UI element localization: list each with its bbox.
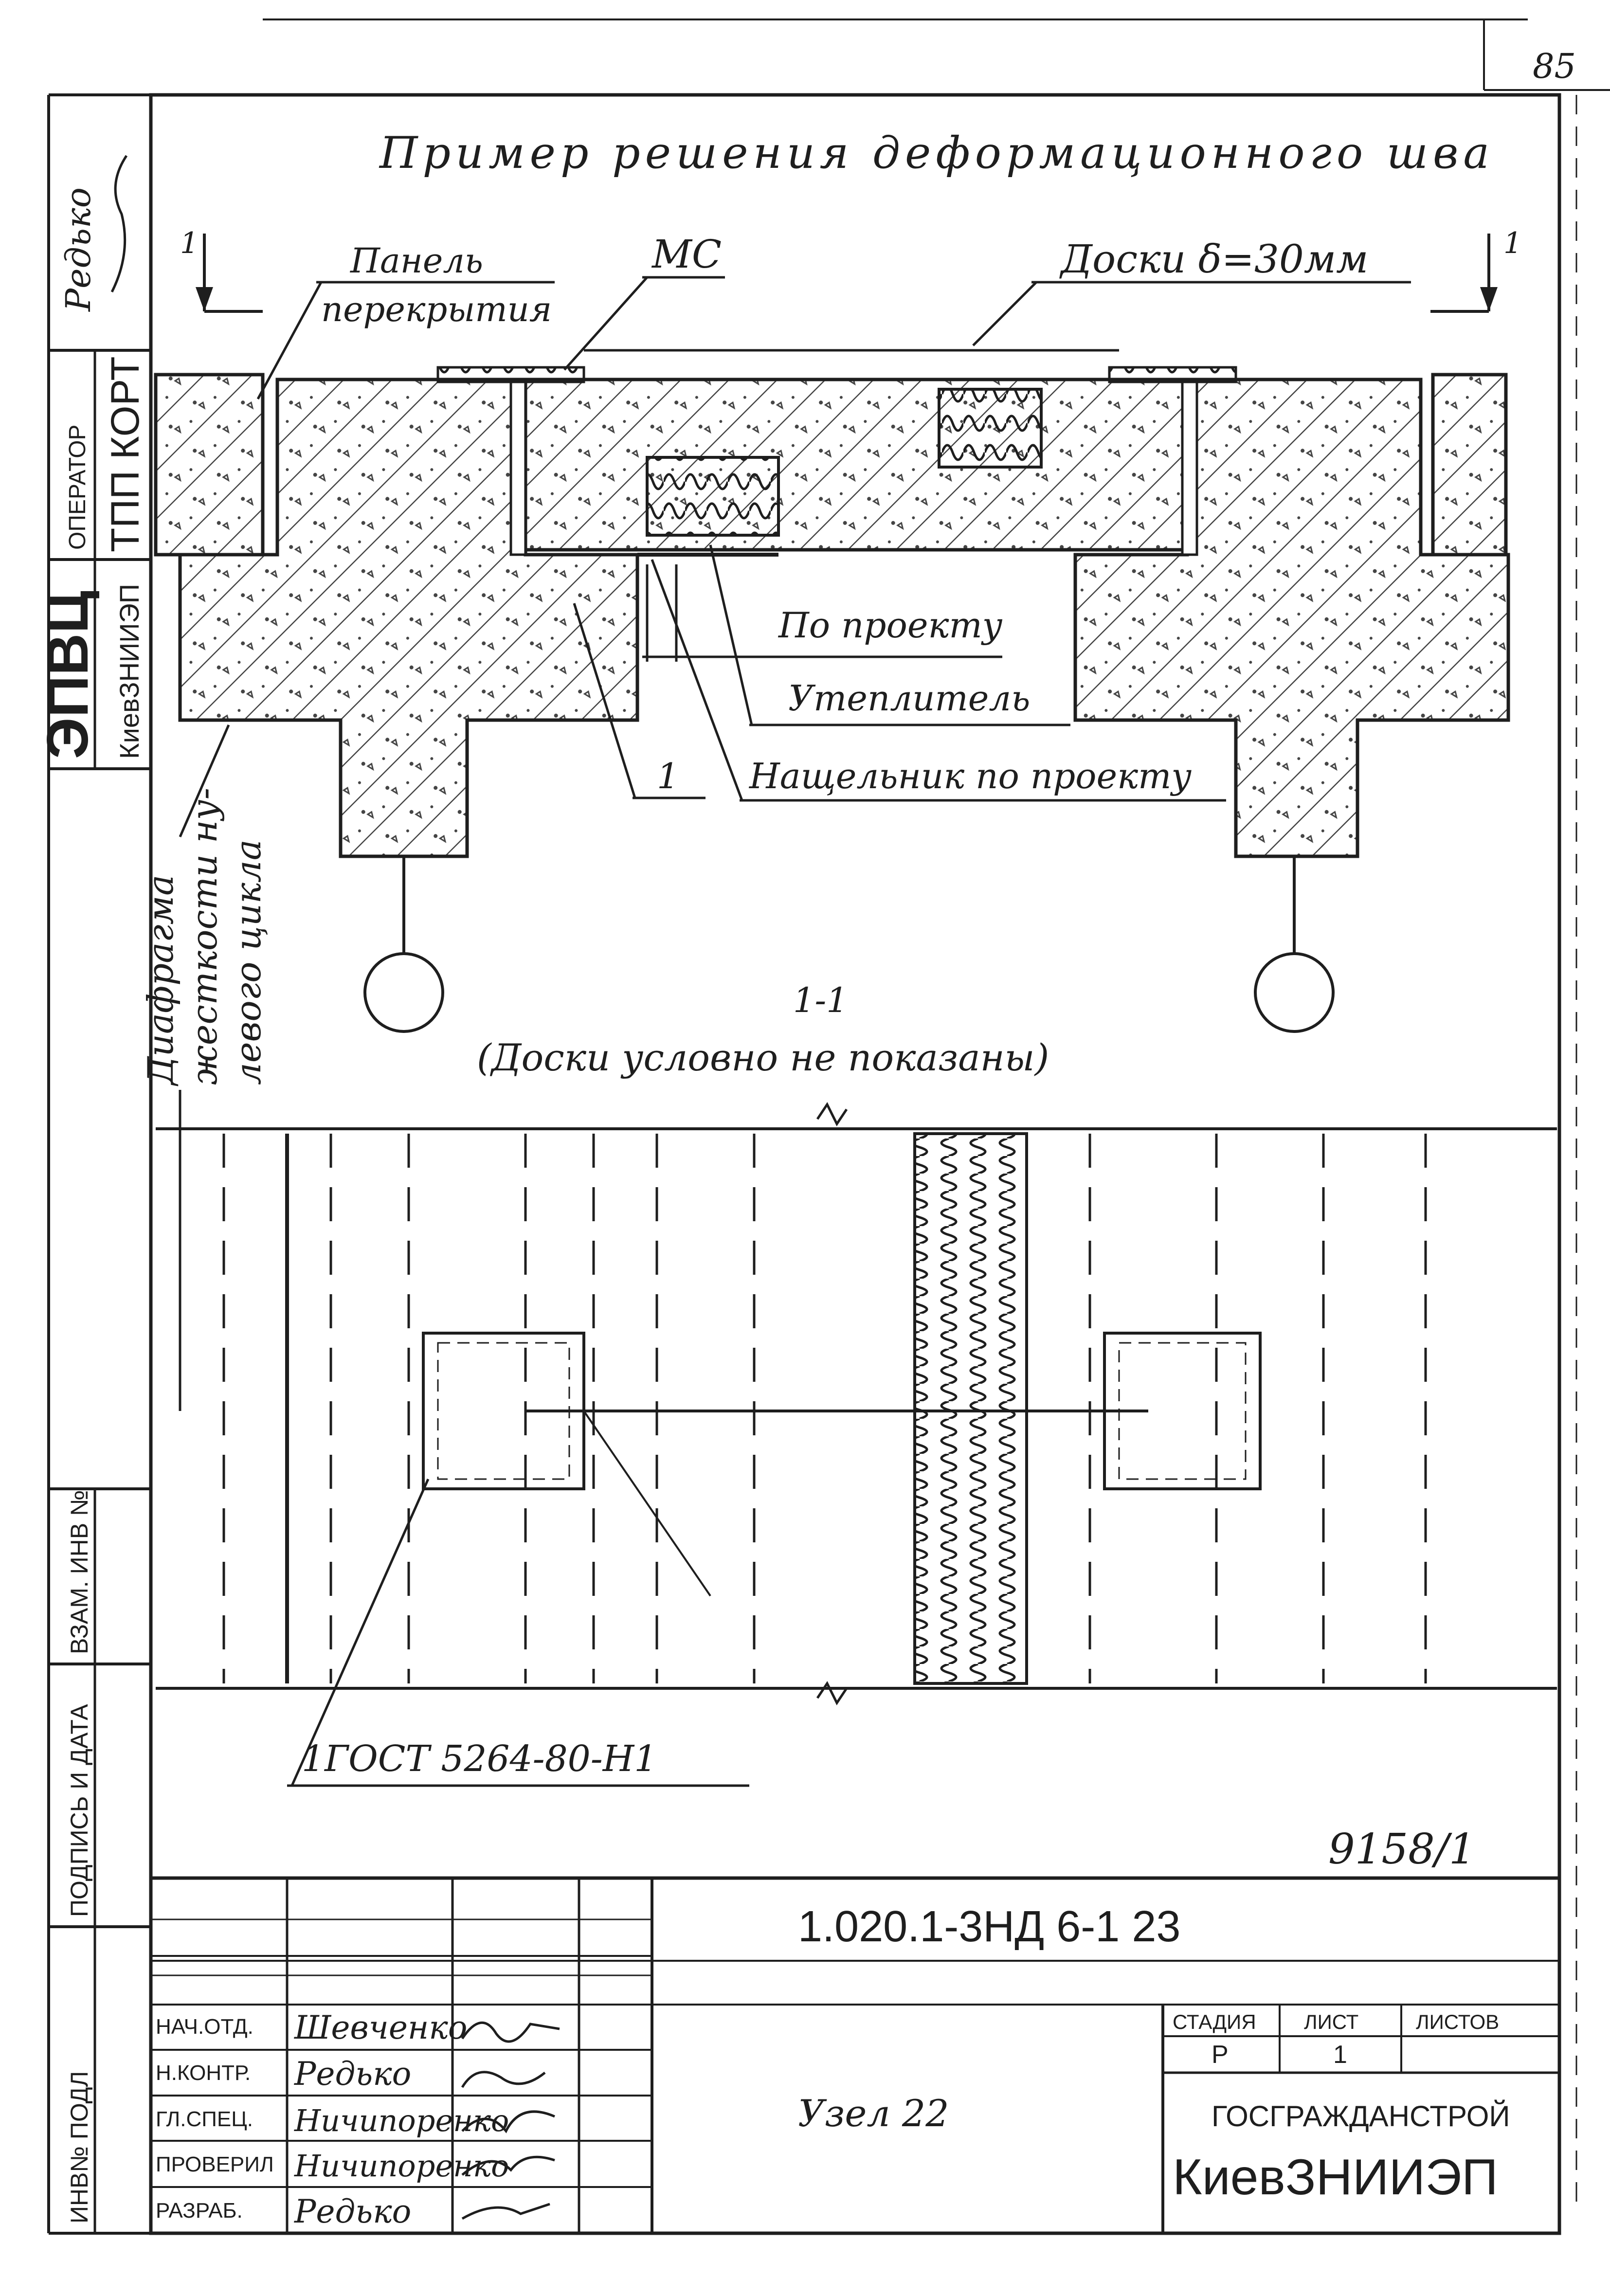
callout-number-1: 1 bbox=[657, 756, 679, 796]
left-strip: Редько ОПЕРАТОР ТПП КОРТ ЭПВЦ КиевЗНИИЭП… bbox=[35, 155, 151, 2233]
strip-editor-label: Редько bbox=[58, 187, 98, 312]
org-line1: ГОСГРАЖДАНСТРОЙ bbox=[1212, 2100, 1510, 2133]
strip-field-inventory: ИНВ№ ПОДЛ bbox=[66, 2071, 93, 2224]
hanger-circle-right bbox=[1254, 952, 1335, 1033]
strip-operator-value: ТПП КОРТ bbox=[103, 357, 147, 552]
role-3: ПРОВЕРИЛ bbox=[156, 2152, 274, 2176]
signatures bbox=[461, 2021, 560, 2220]
left-end-panel bbox=[154, 373, 265, 557]
metal-plate-right bbox=[1108, 366, 1237, 383]
strip-field-replace: ВЗАМ. ИНВ № bbox=[66, 1490, 93, 1654]
stage-value: Р bbox=[1212, 2041, 1229, 2069]
section-note: (Доски условно не показаны) bbox=[477, 1036, 1049, 1079]
title-block: 1.020.1-3НД 6-1 23 НАЧ.ОТД. Шевченко Н.К… bbox=[149, 1876, 1561, 2235]
node-title: Узел 22 bbox=[798, 2092, 949, 2135]
drawing-title: Пример решения деформационного шва bbox=[379, 127, 1494, 179]
name-4: Редько bbox=[294, 2193, 411, 2230]
name-0: Шевченко bbox=[293, 2009, 468, 2046]
stage-header: СТАДИЯ bbox=[1173, 2010, 1256, 2033]
callout-panel-line1: Панель bbox=[349, 241, 483, 281]
callout-gost: 1ГОСТ 5264-80-Н1 bbox=[302, 1738, 657, 1780]
section-label: 1-1 bbox=[793, 980, 848, 1020]
svg-text:1: 1 bbox=[180, 226, 199, 260]
callout-sheeting: Нащельник по проекту bbox=[748, 756, 1192, 796]
top-margin: 85 bbox=[263, 18, 1610, 91]
org-line2: КиевЗНИИЭП bbox=[1173, 2149, 1498, 2206]
name-2: Ничипоренко bbox=[294, 2103, 509, 2138]
page-corner-number: 85 bbox=[1533, 46, 1576, 86]
insulation-lower bbox=[646, 456, 780, 537]
callout-mc: МС bbox=[651, 232, 722, 277]
designation: 1.020.1-3НД 6-1 23 bbox=[798, 1902, 1180, 1951]
strip-org-big: ЭПВЦ bbox=[35, 591, 100, 759]
joint-section-drawing bbox=[154, 349, 1510, 1033]
role-2: ГЛ.СПЕЦ. bbox=[156, 2107, 253, 2131]
strip-field-signature: ПОДПИСЬ И ДАТА bbox=[66, 1704, 93, 1917]
section-mark-right: 1 bbox=[1430, 226, 1522, 313]
callout-insulation: Утеплитель bbox=[788, 678, 1030, 719]
sheets-header: ЛИСТОВ bbox=[1416, 2010, 1499, 2033]
callout-diaphragm-1: Диафрагма bbox=[140, 875, 181, 1086]
name-1: Редько bbox=[294, 2055, 411, 2093]
svg-text:1: 1 bbox=[1503, 226, 1522, 260]
callout-by-project: По проекту bbox=[778, 605, 1003, 646]
callouts: Панель перекрытия МС Доски δ=30мм По про… bbox=[140, 232, 1411, 1411]
center-floor-panel bbox=[524, 378, 1189, 552]
plan-view bbox=[156, 1102, 1557, 1705]
callout-boards: Доски δ=30мм bbox=[1059, 236, 1368, 282]
hanger-circle-left bbox=[363, 952, 444, 1033]
callout-diaphragm-3: левого цикла bbox=[228, 839, 269, 1085]
right-floor-panel bbox=[1073, 378, 1510, 858]
strip-org-small: КиевЗНИИЭП bbox=[114, 584, 145, 759]
sheet-header: ЛИСТ bbox=[1304, 2010, 1358, 2033]
role-1: Н.КОНТР. bbox=[156, 2061, 251, 2085]
right-end-panel bbox=[1431, 373, 1508, 557]
archive-number: 9158/1 bbox=[1328, 1825, 1476, 1874]
strip-operator-header: ОПЕРАТОР bbox=[65, 425, 90, 550]
plan-insulation-strip bbox=[913, 1132, 1028, 1685]
role-4: РАЗРАБ. bbox=[156, 2199, 243, 2223]
sheet-value: 1 bbox=[1333, 2041, 1347, 2069]
role-0: НАЧ.ОТД. bbox=[156, 2015, 253, 2039]
insulation-upper bbox=[938, 388, 1043, 469]
callout-diaphragm-2: жесткости ну- bbox=[184, 788, 225, 1085]
section-mark-left: 1 bbox=[180, 226, 263, 313]
metal-plate-left bbox=[436, 366, 585, 383]
callout-panel-line2: перекрытия bbox=[321, 289, 552, 329]
